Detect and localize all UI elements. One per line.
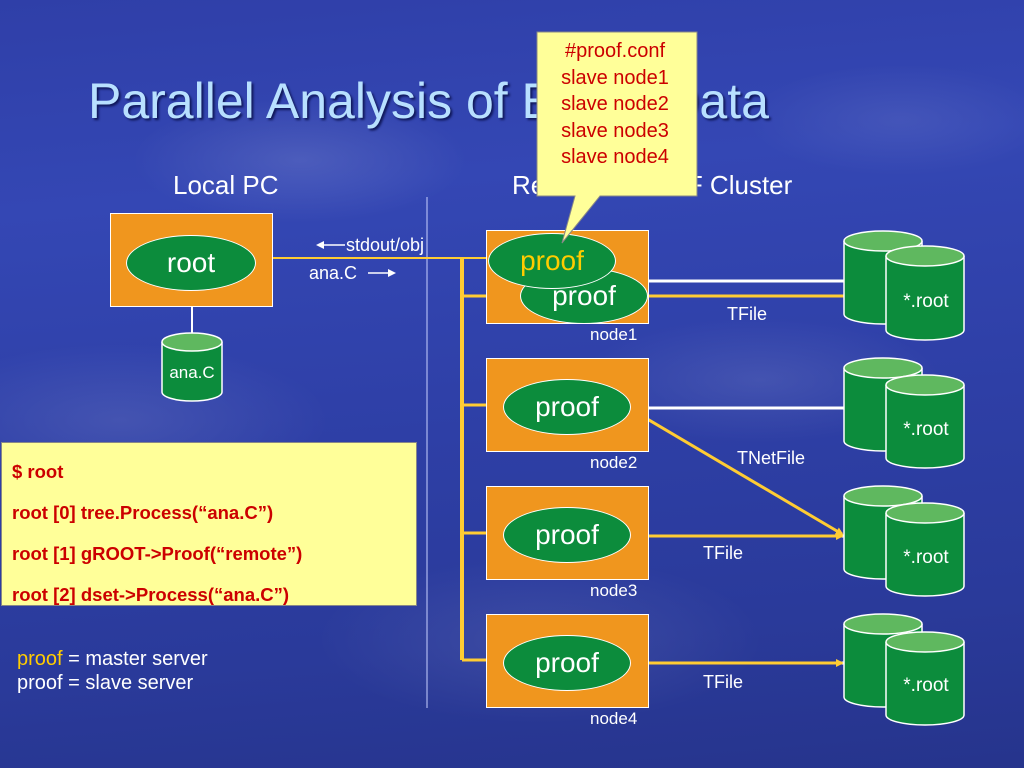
node2-slave-proof: proof xyxy=(503,379,631,435)
node1-label: node1 xyxy=(590,325,638,344)
code-line: root [1] gROOT->Proof(“remote”) xyxy=(12,543,303,564)
tfile-label-1: TFile xyxy=(727,304,767,324)
callout-line: #proof.conf xyxy=(564,40,666,62)
callout-line: slave node1 xyxy=(561,66,669,89)
code-line: $ root xyxy=(12,461,64,482)
disk4-label: *.root xyxy=(903,675,949,696)
callout-line: slave node4 xyxy=(561,146,669,168)
tfile-label-3: TFile xyxy=(703,543,743,563)
callout-line: slave node3 xyxy=(561,119,669,142)
remote-cluster-heading: Remote PROOF Cluster xyxy=(512,170,793,200)
node3-label: node3 xyxy=(590,581,638,600)
node2-label: node2 xyxy=(590,453,638,472)
tfile-label-4: TFile xyxy=(703,672,743,692)
local-pc-heading: Local PC xyxy=(173,170,279,200)
anac-label: ana.C xyxy=(309,263,358,283)
local-disk-label: ana.C xyxy=(169,363,215,382)
stdout-label: stdout/obj xyxy=(346,235,425,255)
legend-master-rest: = master server xyxy=(62,648,208,670)
callout-line: slave node2 xyxy=(561,93,669,115)
legend-master-word: proof xyxy=(17,648,63,670)
code-line: root [0] tree.Process(“ana.C”) xyxy=(12,502,274,523)
disk2-label: *.root xyxy=(903,419,949,440)
local-root-process: root xyxy=(126,235,256,291)
disk3-label: *.root xyxy=(903,547,949,568)
config-callout-text: #proof.conf slave node1 slave node2 slav… xyxy=(540,38,690,171)
legend-master: proof = master server xyxy=(17,647,208,671)
node3-slave-proof: proof xyxy=(503,507,631,563)
disk1-label: *.root xyxy=(903,291,949,312)
node1-master-proof: proof xyxy=(488,233,616,289)
tnetfile-arrow xyxy=(624,403,844,536)
legend-slave: proof = slave server xyxy=(17,672,194,694)
root-session-box: $ root root [0] tree.Process(“ana.C”) ro… xyxy=(1,442,417,606)
code-line: root [2] dset->Process(“ana.C”) xyxy=(12,584,290,605)
node4-slave-proof: proof xyxy=(503,635,631,691)
node4-label: node4 xyxy=(590,709,638,728)
tnetfile-label: TNetFile xyxy=(737,448,806,468)
